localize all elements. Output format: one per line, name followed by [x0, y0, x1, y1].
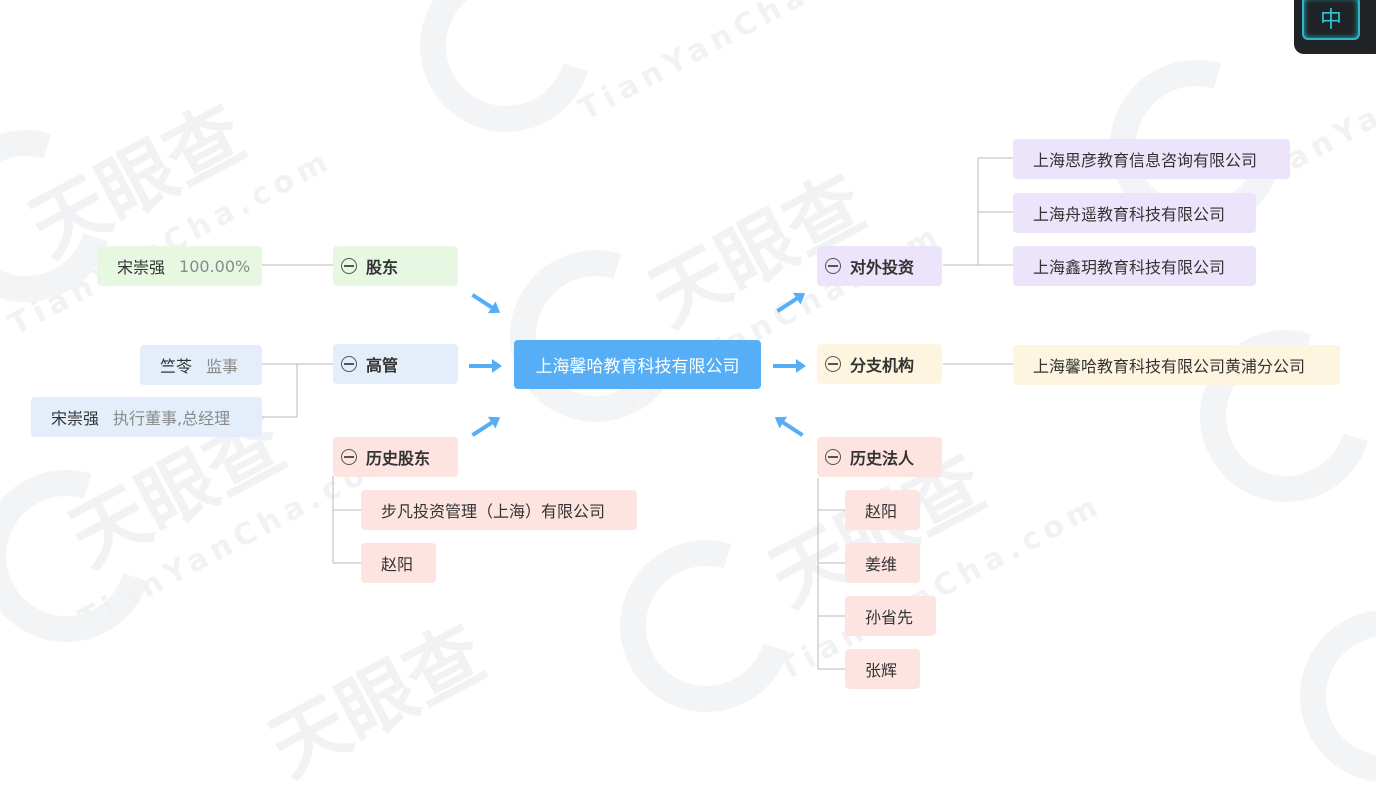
- history-shareholder-node[interactable]: 步凡投资管理（上海）有限公司: [361, 490, 637, 530]
- language-toggle-button[interactable]: 中: [1294, 0, 1376, 54]
- history-shareholder-node[interactable]: 赵阳: [361, 543, 436, 583]
- language-label: 中: [1302, 0, 1360, 40]
- manager-name: 宋崇强: [51, 409, 100, 428]
- manager-node[interactable]: 宋崇强 执行董事,总经理: [31, 397, 262, 437]
- collapse-icon[interactable]: [341, 356, 357, 372]
- investment-node[interactable]: 上海思彦教育信息咨询有限公司: [1013, 139, 1290, 179]
- category-management[interactable]: 高管: [333, 344, 458, 384]
- category-label: 高管: [366, 356, 399, 375]
- investment-node[interactable]: 上海鑫玥教育科技有限公司: [1013, 246, 1256, 286]
- history-legal-node[interactable]: 姜维: [845, 543, 920, 583]
- manager-node[interactable]: 竺苓 监事: [140, 345, 262, 385]
- history-legal-node[interactable]: 赵阳: [845, 490, 920, 530]
- investment-node[interactable]: 上海舟遥教育科技有限公司: [1013, 193, 1256, 233]
- collapse-icon[interactable]: [825, 449, 841, 465]
- manager-role: 监事: [206, 357, 239, 376]
- category-history-legal[interactable]: 历史法人: [817, 437, 942, 477]
- collapse-icon[interactable]: [825, 356, 841, 372]
- category-label: 股东: [366, 258, 399, 277]
- category-label: 分支机构: [850, 356, 915, 375]
- collapse-icon[interactable]: [825, 258, 841, 274]
- category-label: 历史法人: [850, 449, 915, 468]
- category-label: 历史股东: [366, 449, 431, 468]
- category-label: 对外投资: [850, 258, 915, 277]
- branch-node[interactable]: 上海馨哈教育科技有限公司黄浦分公司: [1013, 345, 1340, 385]
- category-branches[interactable]: 分支机构: [817, 344, 942, 384]
- history-legal-node[interactable]: 张辉: [845, 649, 920, 689]
- arrow-icon: [773, 359, 806, 373]
- shareholder-name: 宋崇强: [117, 258, 166, 277]
- collapse-icon[interactable]: [341, 258, 357, 274]
- manager-name: 竺苓: [160, 357, 193, 376]
- collapse-icon[interactable]: [341, 449, 357, 465]
- shareholder-node[interactable]: 宋崇强 100.00%: [97, 246, 262, 286]
- history-legal-node[interactable]: 孙省先: [845, 596, 936, 636]
- shareholder-percent: 100.00%: [179, 256, 251, 276]
- category-history-shareholders[interactable]: 历史股东: [333, 437, 458, 477]
- center-company[interactable]: 上海馨哈教育科技有限公司: [514, 340, 761, 389]
- manager-role: 执行董事,总经理: [113, 409, 231, 428]
- category-investments[interactable]: 对外投资: [817, 246, 942, 286]
- connector-lines: [262, 157, 1013, 670]
- category-shareholders[interactable]: 股东: [333, 246, 458, 286]
- arrow-icon: [469, 359, 502, 373]
